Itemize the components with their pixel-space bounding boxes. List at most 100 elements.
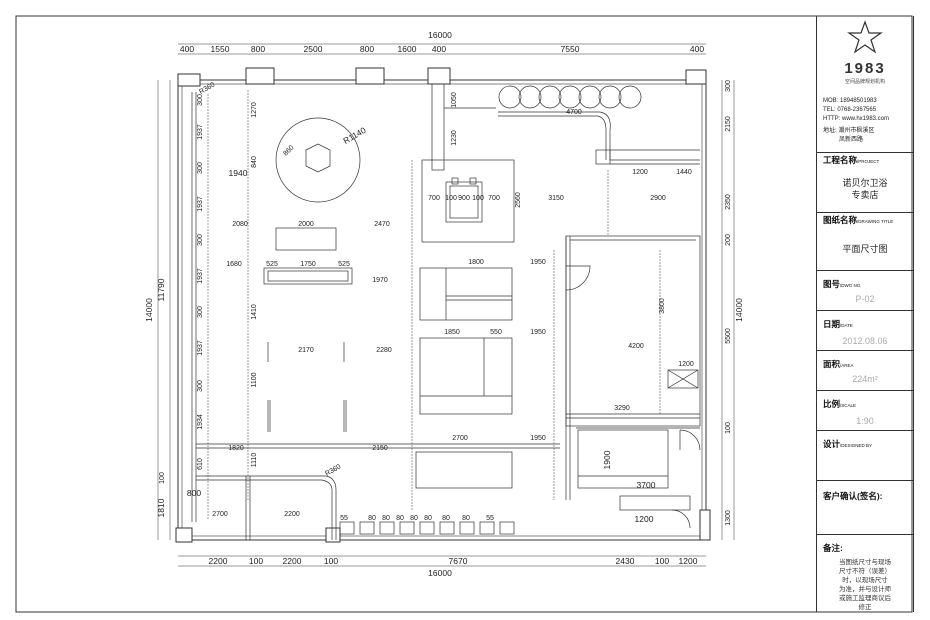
- small-dim: 55: [340, 515, 348, 522]
- dim-label: 2900: [650, 195, 666, 202]
- dim-label: 1900: [602, 450, 612, 469]
- dim-label: 2470: [374, 221, 390, 228]
- date-value: 2012.08.06: [842, 336, 888, 346]
- small-dim: 80: [410, 515, 418, 522]
- right-dim: 300: [725, 80, 732, 92]
- area-section: 面积/AREA 224m²: [817, 350, 913, 391]
- dim-label: 2700: [212, 511, 228, 518]
- dim-label: 2560: [515, 192, 522, 208]
- left-chain-dim: 1934: [197, 414, 204, 430]
- right-dim: 2150: [725, 116, 732, 132]
- dim-label: 4200: [628, 343, 644, 350]
- bottom-dim: 2430: [616, 556, 635, 566]
- left-chain-dim: 800: [187, 488, 201, 498]
- top-dim: 1600: [398, 44, 417, 54]
- right-dim: 5500: [725, 328, 732, 344]
- contact-address: 地址: 潮州市枫溪区: [823, 128, 875, 134]
- sheet-border: [15, 15, 913, 613]
- client-section: 客户确认(签名):: [817, 480, 913, 535]
- dim-label: 1050: [451, 92, 458, 108]
- dim-label: 1970: [372, 277, 388, 284]
- left-lower-dim: 1810: [156, 498, 166, 517]
- date-label: 日期/DATE: [823, 319, 853, 329]
- left-chain-dim: 300: [197, 162, 204, 174]
- dim-label: 1230: [451, 130, 458, 146]
- dim-label: 1680: [226, 261, 242, 268]
- dim-label: 1950: [530, 435, 546, 442]
- dim-label: 1100: [251, 372, 258, 387]
- bottom-dim: 7670: [449, 556, 468, 566]
- drawing-title: 平面尺寸图: [842, 244, 888, 254]
- area-value: 224m²: [852, 374, 878, 384]
- dim-label: 1440: [676, 169, 692, 176]
- dim-label: 1200: [632, 169, 648, 176]
- contact-mob: MOB: 18948501983: [823, 98, 877, 104]
- notes-text: 当图纸尺寸与现场 尺寸不符（误差） 时，以现场尺寸 为准，并与设计师 或施工监理…: [839, 559, 891, 611]
- left-chain-dim: 100: [159, 472, 166, 484]
- scale-label: 比例/SCALE: [823, 399, 857, 409]
- dimension-lines: [157, 43, 735, 567]
- logo-section: 1983 空间品牌规划机构 MOB: 18948501983 TEL: 0768…: [817, 16, 913, 153]
- top-dim: 7550: [561, 44, 580, 54]
- dim-label: 3290: [614, 405, 630, 412]
- left-chain-dim: 1937: [197, 340, 204, 356]
- logo-number: 1983: [844, 60, 886, 77]
- left-chain-dim: 300: [197, 234, 204, 246]
- dim-label: 525: [266, 261, 278, 268]
- designer-section: 设计/DESIGNED BY: [817, 430, 913, 481]
- top-dim: 400: [690, 44, 704, 54]
- dim-label: 2000: [298, 221, 314, 228]
- left-total-dim: 14000: [144, 298, 154, 322]
- designer-label: 设计/DESIGNED BY: [823, 439, 873, 449]
- star-logo-icon: [847, 20, 883, 54]
- dim-label: 1270: [251, 102, 258, 118]
- dim-label: 4700: [566, 109, 582, 116]
- dim-label: 1110: [251, 453, 258, 468]
- dim-label: 2080: [232, 221, 248, 228]
- bottom-dim: 2200: [283, 556, 302, 566]
- left-chain-dim: 1937: [197, 124, 204, 140]
- drawing-section: 图纸名称/DRAWING TITLE 平面尺寸图: [817, 212, 913, 271]
- dim-label: 700: [428, 195, 440, 202]
- project-name-1: 诺贝尔卫浴: [842, 178, 888, 188]
- small-dim: 80: [424, 515, 432, 522]
- small-dim: 80: [396, 515, 404, 522]
- dim-label: 100: [472, 195, 484, 202]
- left-upper-dim: 11790: [156, 278, 166, 301]
- top-dim: 400: [180, 44, 194, 54]
- notes-label: 备注:: [823, 543, 843, 553]
- bottom-dim: 1200: [679, 556, 698, 566]
- number-section: 图号/DWG NO. P-02: [817, 270, 913, 311]
- dim-label: 1850: [444, 329, 460, 336]
- top-dim: 800: [360, 44, 374, 54]
- top-dim: 800: [251, 44, 265, 54]
- dim-label: 860: [282, 144, 295, 157]
- dim-label: 2170: [298, 347, 314, 354]
- dim-label: 1950: [530, 259, 546, 266]
- dim-label: 1200: [678, 361, 694, 368]
- dim-label: 1200: [635, 514, 654, 524]
- left-chain-dim: 610: [197, 458, 204, 470]
- right-dim: 2350: [725, 194, 732, 210]
- logo-subtitle: 空间品牌规划机构: [844, 79, 885, 85]
- notes-section: 备注: 当图纸尺寸与现场 尺寸不符（误差） 时，以现场尺寸 为准，并与设计师 或…: [817, 534, 913, 612]
- small-dim: 55: [486, 515, 494, 522]
- contact-http: HTTP: www.hx1983.com: [823, 116, 890, 122]
- dim-label: 3150: [548, 195, 564, 202]
- left-chain-dim: 300: [197, 306, 204, 318]
- dim-label: 700: [488, 195, 500, 202]
- right-dim: 200: [725, 234, 732, 246]
- project-section: 工程名称/PROJECT 诺贝尔卫浴 专卖店: [817, 152, 913, 213]
- bottom-dim: 2200: [209, 556, 228, 566]
- right-dim: 100: [725, 422, 732, 434]
- small-dim: 80: [368, 515, 376, 522]
- scale-section: 比例/SCALE 1:90: [817, 390, 913, 431]
- small-dim: 80: [462, 515, 470, 522]
- dim-label: 3800: [659, 298, 666, 314]
- interior-lines: [191, 83, 701, 540]
- radius-label: R360: [198, 81, 216, 95]
- client-label: 客户确认(签名):: [823, 491, 883, 501]
- small-dim: 80: [382, 515, 390, 522]
